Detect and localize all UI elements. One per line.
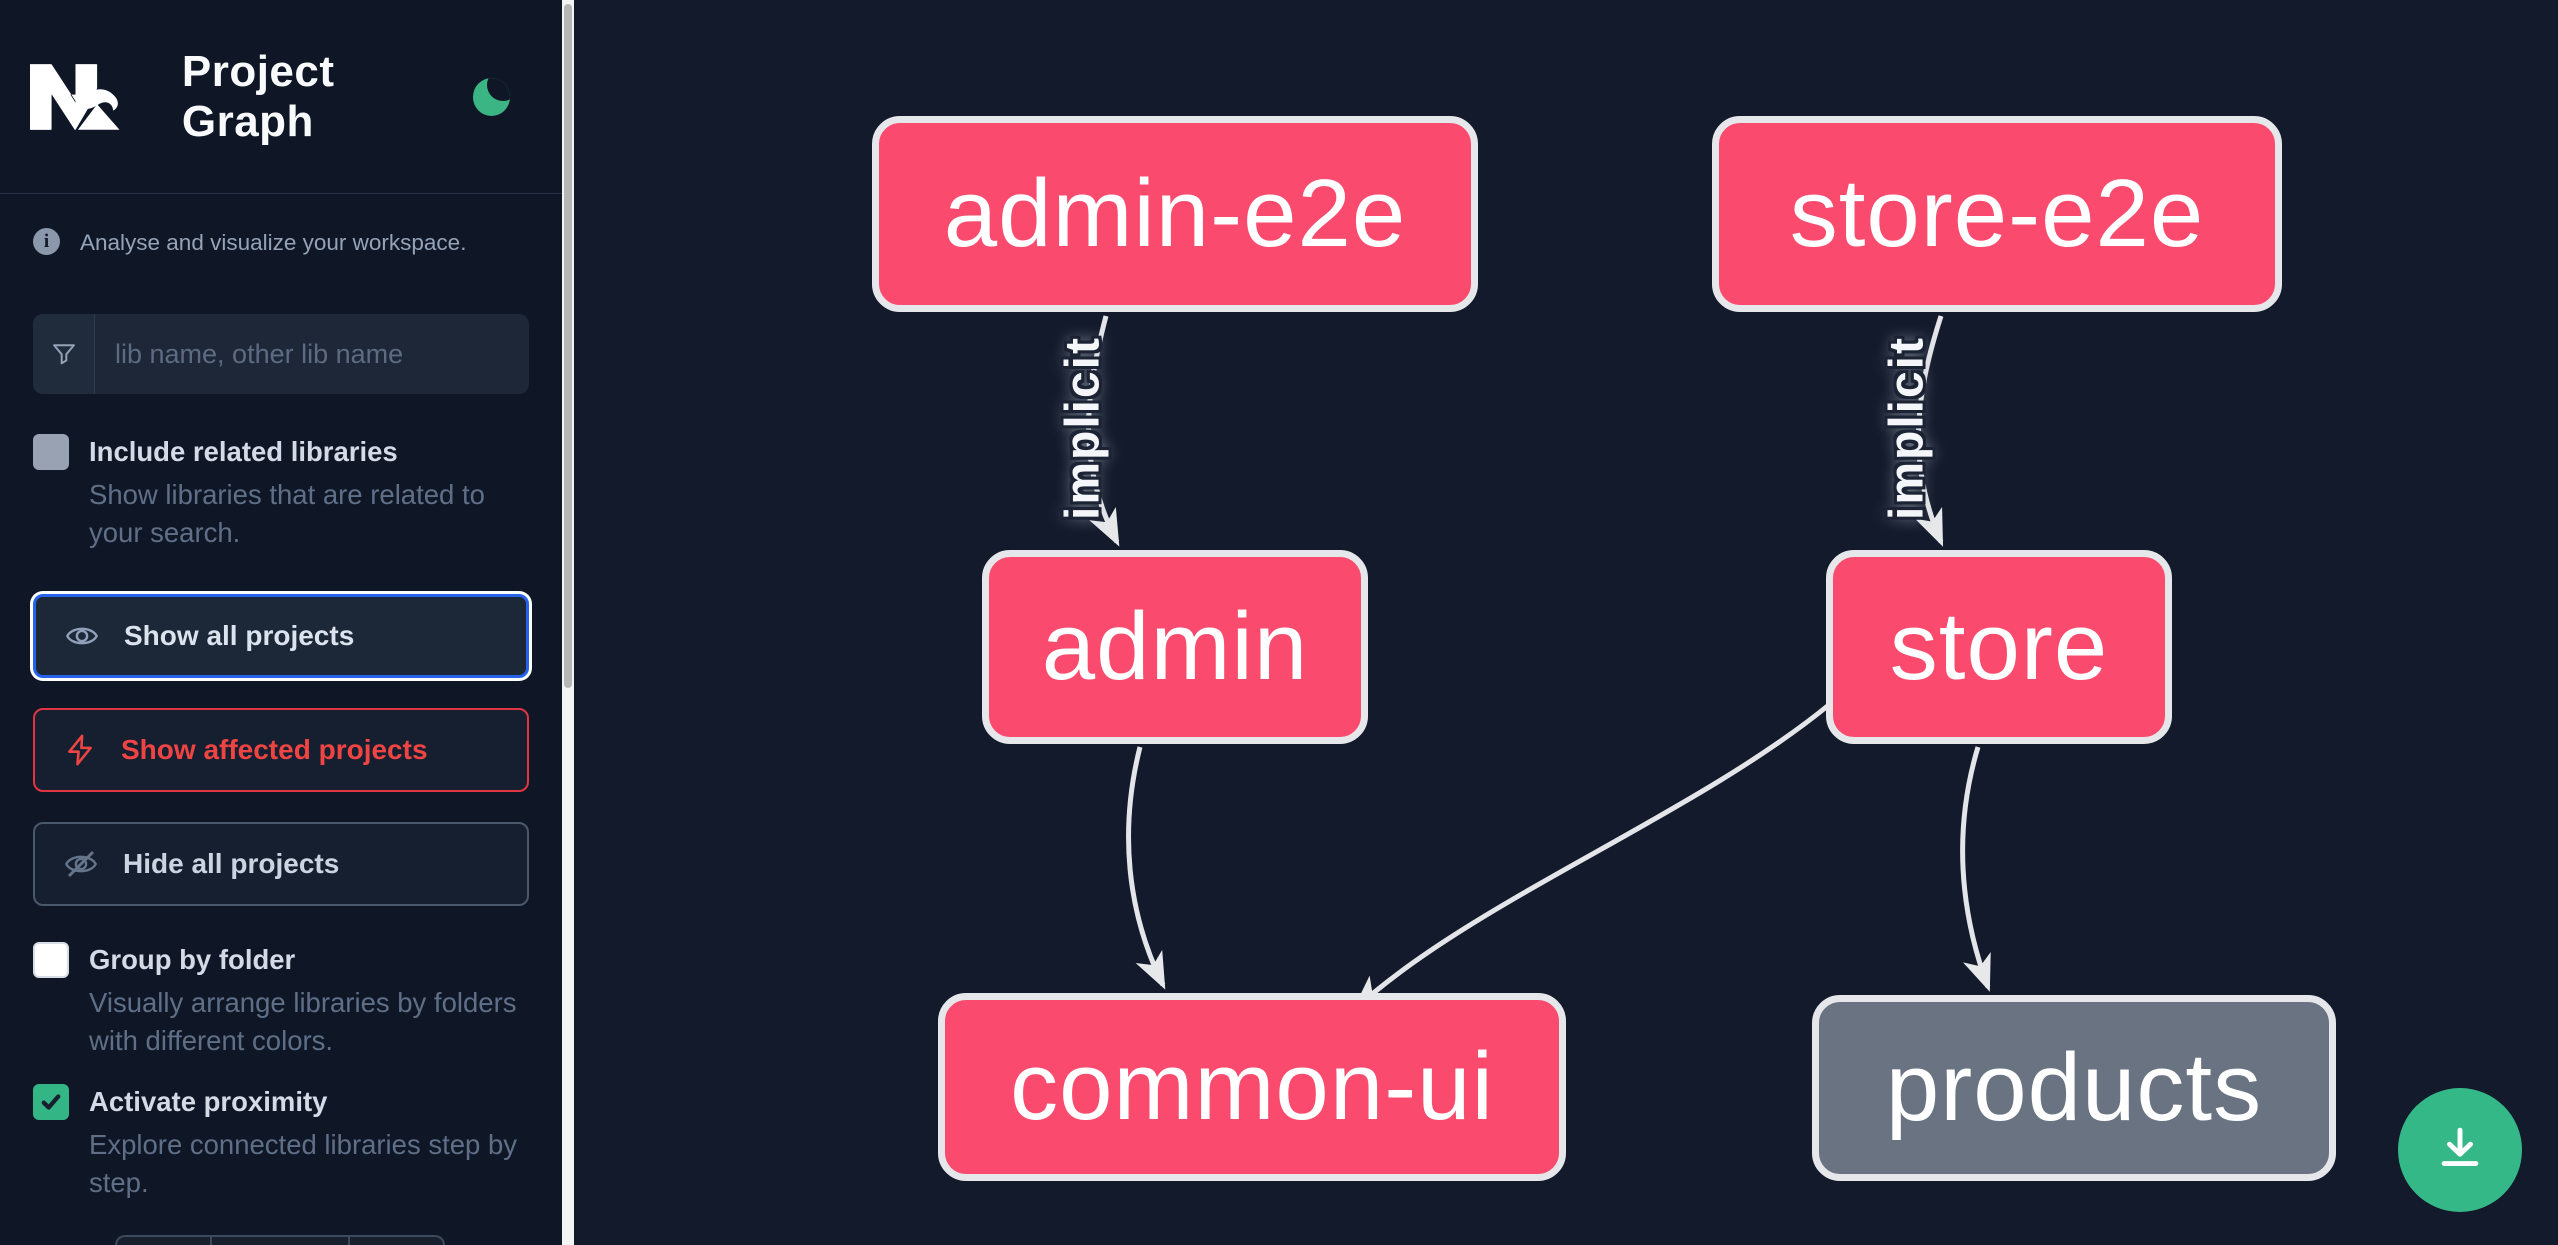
checkbox-group-by-folder: Group by folder Visually arrange librari… [0,942,562,1060]
graph-node-admin-e2e[interactable]: admin-e2e [872,116,1478,312]
checkbox-description: Explore connected libraries step by step… [89,1129,518,1198]
proximity-depth-stepper[interactable] [115,1235,445,1245]
sidebar: Project Graph i Analyse and visualize yo… [0,0,562,1245]
node-label: admin-e2e [943,160,1407,267]
edge-label-implicit: implicit [1880,335,1934,521]
tagline: Analyse and visualize your workspace. [80,230,467,255]
sidebar-scrollbar-track[interactable] [562,0,574,1245]
funnel-icon [33,314,95,394]
download-icon [2441,1127,2479,1166]
edge-label-implicit: implicit [1056,335,1110,521]
moon-icon[interactable] [472,77,510,116]
node-label: admin [1041,593,1309,700]
graph-node-common-ui[interactable]: common-ui [938,993,1566,1181]
download-graph-button[interactable] [2398,1088,2522,1212]
bolt-icon [68,734,92,766]
sidebar-scrollbar-thumb[interactable] [564,4,572,688]
edge-store-to-products [1960,746,1991,992]
checkbox-include-related: Include related libraries Show libraries… [0,434,562,552]
checkbox-label[interactable]: Activate proximity [89,1086,328,1117]
button-label: Show affected projects [121,734,428,765]
edge-admin-e2e-to-admin [1086,315,1120,547]
workspace-info: i Analyse and visualize your workspace. [33,228,529,256]
page-title: Project Graph [181,46,335,146]
eye-icon [65,627,99,645]
checkbox-label[interactable]: Group by folder [89,944,296,975]
show-all-projects-button[interactable]: Show all projects [33,594,529,678]
info-icon: i [33,228,60,255]
checkbox-activate-proximity: Activate proximity Explore connected lib… [0,1084,562,1202]
button-label: Show all projects [124,620,355,651]
node-label: store-e2e [1789,160,2205,267]
sidebar-header: Project Graph [0,0,562,194]
node-label: products [1885,1034,2263,1141]
edge-admin-to-common-ui [1126,746,1166,990]
hide-all-projects-button[interactable]: Hide all projects [33,822,529,906]
activate-proximity-checkbox[interactable] [33,1084,69,1120]
checkbox-description: Show libraries that are related to your … [89,479,485,548]
eye-slash-icon [64,850,98,878]
node-label: common-ui [1010,1033,1494,1140]
graph-node-admin[interactable]: admin [982,550,1368,744]
show-affected-projects-button[interactable]: Show affected projects [33,708,529,792]
graph-node-store-e2e[interactable]: store-e2e [1712,116,2282,312]
nx-logo [30,63,120,130]
checkbox-description: Visually arrange libraries by folders wi… [89,987,517,1056]
project-actions: Show all projects Show affected projects… [33,594,529,906]
check-icon [41,1094,61,1110]
include-related-checkbox[interactable] [33,434,69,470]
checkbox-label[interactable]: Include related libraries [89,436,398,467]
graph-node-store[interactable]: store [1826,550,2172,744]
button-label: Hide all projects [123,848,340,879]
group-by-folder-checkbox[interactable] [33,942,69,978]
graph-node-products[interactable]: products [1812,995,2336,1181]
edge-store-to-common-ui [1352,702,1832,1012]
node-label: store [1889,593,2109,700]
search-input[interactable] [95,314,529,394]
filter-search [33,314,529,394]
edge-store-e2e-to-store [1914,315,1944,547]
